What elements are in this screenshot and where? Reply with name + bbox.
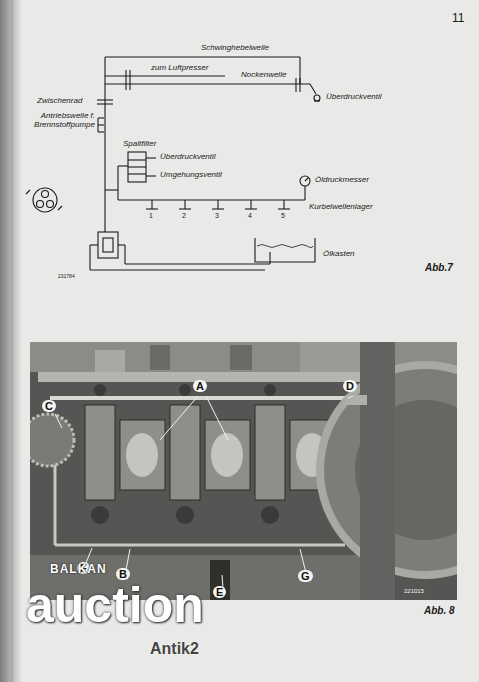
callout-letter: G bbox=[298, 570, 313, 582]
part-label: Schwinghebelwelle bbox=[200, 44, 270, 53]
drawing-number: 231784 bbox=[58, 274, 75, 280]
part-label: Kurbelwellenlager bbox=[308, 203, 374, 212]
watermark: BALKAN bbox=[50, 563, 107, 576]
bearing-number: 2 bbox=[182, 212, 186, 220]
callout-letter: D bbox=[343, 380, 357, 392]
part-label: Überdruckventil bbox=[325, 93, 383, 102]
part-label: Nockenwelle bbox=[240, 71, 287, 80]
part-label: Ölkasten bbox=[322, 250, 356, 259]
callout-letter: C bbox=[42, 400, 56, 412]
part-label: Öldruckmesser bbox=[314, 176, 370, 185]
figure-caption: Abb.7 bbox=[425, 262, 453, 273]
page-number: 11 bbox=[452, 12, 464, 25]
part-label: Überdruckventil bbox=[159, 153, 217, 162]
part-label: Spaltfilter bbox=[122, 140, 157, 149]
part-label: Zwischenrad bbox=[36, 97, 83, 106]
part-label: Umgehungsventil bbox=[159, 171, 223, 180]
part-label: Antriebswelle f. Brennstoffpumpe bbox=[30, 112, 96, 130]
callout-letter: B bbox=[116, 568, 130, 580]
watermark: Antik2 bbox=[150, 640, 199, 658]
callout-letter: A bbox=[193, 380, 207, 392]
bearing-number: 4 bbox=[248, 212, 252, 220]
bearing-number: 1 bbox=[149, 212, 153, 220]
bearing-number: 5 bbox=[281, 212, 285, 220]
bearing-number: 3 bbox=[215, 212, 219, 220]
figure-caption: Abb. 8 bbox=[424, 605, 455, 616]
watermark: auction bbox=[26, 580, 204, 630]
part-label: zum Luftpresser bbox=[150, 64, 209, 73]
drawing-number: 221015 bbox=[404, 588, 424, 595]
